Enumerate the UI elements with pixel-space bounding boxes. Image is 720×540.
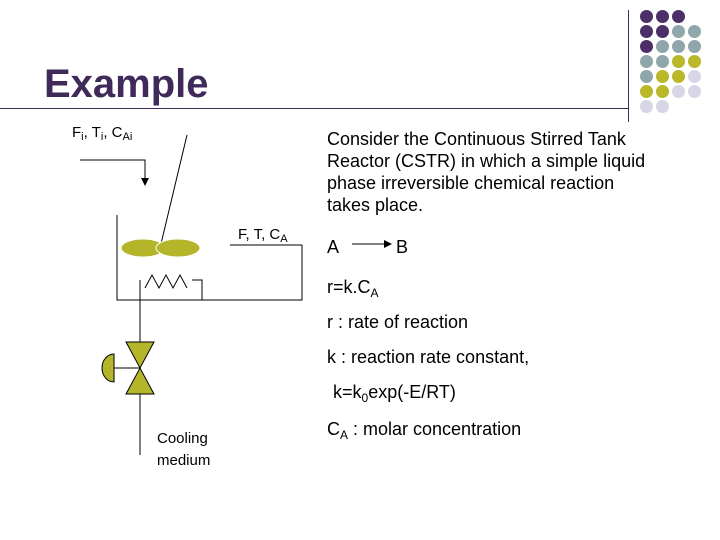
decor-dot bbox=[656, 25, 669, 38]
decor-dot bbox=[640, 10, 653, 23]
decor-dot bbox=[640, 25, 653, 38]
decor-dot bbox=[656, 70, 669, 83]
decor-dot bbox=[656, 40, 669, 53]
inlet-line bbox=[80, 159, 146, 180]
definition-ca: CA : molar concentration bbox=[327, 419, 522, 442]
reactant-label: A bbox=[327, 237, 340, 257]
outlet-label: F, T, CA bbox=[238, 226, 288, 245]
decor-dot bbox=[656, 10, 669, 23]
description-paragraph: Consider the Continuous Stirred Tank Rea… bbox=[327, 129, 646, 215]
decor-dot bbox=[688, 25, 701, 38]
decor-dot bbox=[640, 100, 653, 113]
decor-dot-grid bbox=[640, 10, 720, 120]
decor-dot bbox=[672, 25, 685, 38]
decor-dot bbox=[640, 55, 653, 68]
valve-upper bbox=[125, 341, 155, 370]
decor-dot bbox=[672, 70, 685, 83]
decor-dot bbox=[656, 55, 669, 68]
arrhenius-expression: k=k0exp(-E/RT) bbox=[333, 382, 456, 405]
inlet-label: Fi, Ti, CAi bbox=[72, 124, 133, 143]
inlet-arrowhead bbox=[141, 178, 149, 186]
decor-dot bbox=[656, 100, 669, 113]
tank-wall bbox=[116, 215, 303, 301]
product-label: B bbox=[396, 237, 409, 257]
decor-dot bbox=[672, 85, 685, 98]
coil-lead-right bbox=[192, 279, 203, 300]
cooling-medium-label: Cooling medium bbox=[157, 430, 211, 469]
valve-actuator bbox=[101, 353, 115, 383]
decor-dot bbox=[640, 85, 653, 98]
decor-dot bbox=[672, 10, 685, 23]
cooling-coil bbox=[144, 273, 188, 290]
rate-expression: r=k.CA bbox=[327, 277, 379, 300]
decor-dot bbox=[688, 55, 701, 68]
impeller-blade-right bbox=[155, 238, 201, 258]
reaction-arrowhead bbox=[384, 240, 392, 248]
definition-k: k : reaction rate constant, bbox=[327, 347, 530, 367]
decor-dot bbox=[640, 70, 653, 83]
decor-dot bbox=[656, 85, 669, 98]
decor-dot bbox=[672, 55, 685, 68]
slide-title: Example bbox=[44, 62, 209, 106]
stirrer-shaft bbox=[159, 134, 188, 249]
decor-vertical-line bbox=[628, 10, 629, 122]
decor-dot bbox=[672, 40, 685, 53]
title-underline bbox=[0, 108, 628, 109]
valve-lower bbox=[125, 366, 155, 395]
definition-r: r : rate of reaction bbox=[327, 312, 469, 332]
decor-dot bbox=[688, 70, 701, 83]
decor-dot bbox=[688, 85, 701, 98]
decor-dot bbox=[640, 40, 653, 53]
decor-dot bbox=[688, 40, 701, 53]
